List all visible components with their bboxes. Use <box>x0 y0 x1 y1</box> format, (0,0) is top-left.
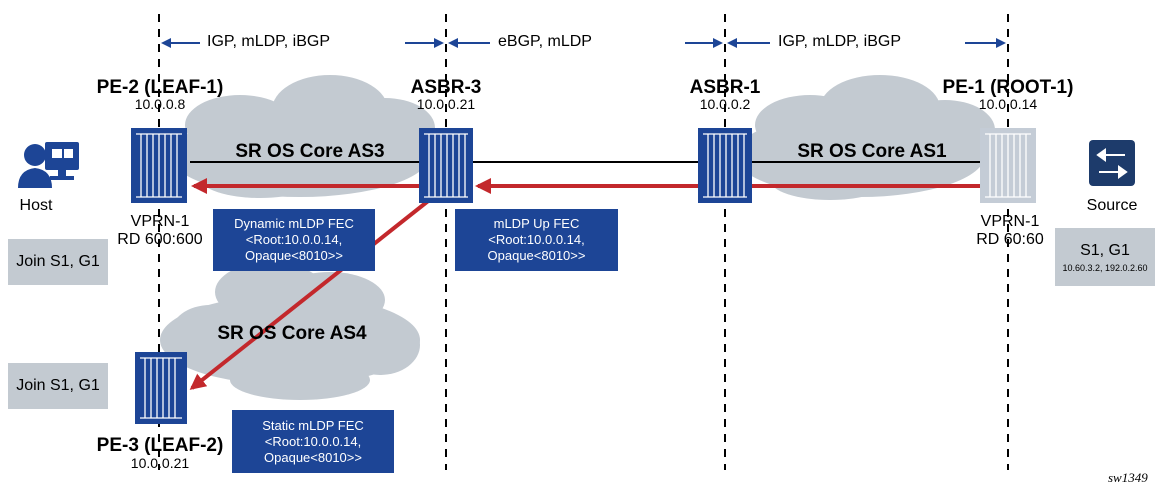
pe1-rd: RD 60:60 <box>976 231 1044 248</box>
fec-box-static: Static mLDP FEC <Root:10.0.0.14, Opaque<… <box>232 410 394 473</box>
fec-static-line-2: <Root:10.0.0.14, <box>264 433 362 449</box>
host-join-box: Join S1, G1 <box>8 239 108 285</box>
cloud-as1-label: SR OS Core AS1 <box>797 141 947 162</box>
fec-box-up: mLDP Up FEC <Root:10.0.0.14, Opaque<8010… <box>455 209 618 271</box>
cloud-as1 <box>735 75 995 200</box>
pe2-rd: RD 600:600 <box>117 231 203 248</box>
protocol-label-right: IGP, mLDP, iBGP <box>774 33 906 51</box>
pe3-join-box: Join S1, G1 <box>8 363 108 409</box>
pe3-ip: 10.0.0.21 <box>130 455 190 471</box>
fec-static-line-3: Opaque<8010>> <box>264 449 362 465</box>
figure-id: sw1349 <box>1108 470 1148 485</box>
router-asbr1 <box>698 128 752 203</box>
fec-up-line-2: <Root:10.0.0.14, <box>488 232 585 247</box>
router-pe2 <box>131 128 187 203</box>
host-join-text: Join S1, G1 <box>16 253 100 270</box>
asbr1-ip: 10.0.0.2 <box>699 96 751 112</box>
source-addrs-text: 10.60.3.2, 192.0.2.60 <box>1062 262 1148 273</box>
cloud-as4 <box>160 262 420 400</box>
source-sg-text: S1, G1 <box>1080 241 1130 259</box>
fec-box-dynamic: Dynamic mLDP FEC <Root:10.0.0.14, Opaque… <box>213 209 375 271</box>
host-icon <box>18 142 79 188</box>
source-icon <box>1089 140 1135 186</box>
cloud-as3-label: SR OS Core AS3 <box>235 141 385 162</box>
fec-up-line-3: Opaque<8010>> <box>487 248 586 263</box>
cloud-as4-label: SR OS Core AS4 <box>217 323 367 344</box>
router-pe3 <box>135 352 187 424</box>
protocol-label-middle: eBGP, mLDP <box>494 33 596 51</box>
pe2-ip: 10.0.0.8 <box>134 96 186 112</box>
pe1-vprn: VPRN-1 <box>980 213 1040 230</box>
host-label: Host <box>19 197 53 214</box>
router-pe1 <box>980 128 1036 203</box>
cloud-as3 <box>170 75 435 198</box>
source-sg-box: S1, G1 10.60.3.2, 192.0.2.60 <box>1055 228 1155 286</box>
router-asbr3 <box>419 128 473 203</box>
protocol-label-left: IGP, mLDP, iBGP <box>203 33 335 51</box>
asbr3-title: ASBR-3 <box>410 77 482 98</box>
pe3-title: PE-3 (LEAF-2) <box>96 435 224 456</box>
source-label: Source <box>1086 197 1138 214</box>
arrow-asbr3-to-pe3 <box>189 192 439 390</box>
pe1-ip: 10.0.0.14 <box>978 96 1038 112</box>
fec-dynamic-line-3: Opaque<8010>> <box>245 248 343 263</box>
pe2-vprn: VPRN-1 <box>130 213 190 230</box>
fec-up-line-1: mLDP Up FEC <box>493 216 580 231</box>
fec-dynamic-line-2: <Root:10.0.0.14, <box>245 232 343 247</box>
pe2-title: PE-2 (LEAF-1) <box>96 77 224 98</box>
fec-dynamic-line-1: Dynamic mLDP FEC <box>234 216 354 231</box>
asbr1-title: ASBR-1 <box>689 77 761 98</box>
pe3-join-text: Join S1, G1 <box>16 377 100 394</box>
pe1-title: PE-1 (ROOT-1) <box>942 77 1074 98</box>
fec-static-line-1: Static mLDP FEC <box>262 417 364 433</box>
asbr3-ip: 10.0.0.21 <box>416 96 476 112</box>
